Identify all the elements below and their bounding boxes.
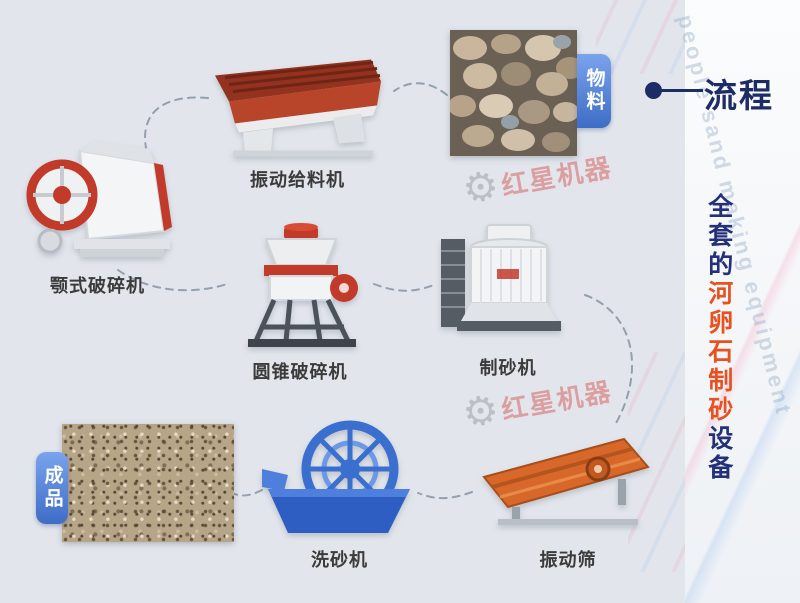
vibrating-feeder-label: 振动给料机 — [250, 170, 345, 190]
vibrating-screen-image — [478, 430, 658, 527]
river-pebbles-photo — [450, 30, 577, 156]
sand-washer-image — [262, 416, 412, 540]
gear-icon: ⚙ — [459, 387, 503, 437]
connector-screen-to-washer — [417, 491, 473, 500]
sand-maker-image — [435, 220, 575, 347]
cone-crusher-label: 圆锥破碎机 — [252, 362, 348, 382]
material-tag: 物料 — [577, 54, 611, 128]
vibrating-feeder-image — [203, 52, 388, 160]
side-title-part-1: 全套的 — [704, 193, 733, 280]
connector-washer-to-product — [229, 489, 263, 497]
connector-material-to-feeder — [393, 82, 448, 96]
side-title-part-2: 河卵石制砂 — [704, 280, 733, 425]
flow-title-bullet — [645, 82, 662, 99]
product-tag: 成品 — [36, 452, 68, 524]
connector-sandmaker-to-screen — [584, 294, 634, 426]
pebbles-illustration — [450, 30, 577, 156]
cone-crusher-image — [228, 220, 373, 350]
vibrating-screen-label: 振动筛 — [539, 550, 597, 570]
flow-title: 流程 — [704, 77, 774, 114]
sand-washer-label: 洗砂机 — [311, 550, 368, 570]
jaw-crusher-label: 颚式破碎机 — [50, 276, 145, 296]
sand-maker-label: 制砂机 — [479, 358, 537, 378]
jaw-crusher-image — [22, 132, 177, 264]
side-panel — [685, 0, 800, 603]
finished-sand-photo — [62, 424, 234, 542]
flow-title-line — [659, 89, 703, 92]
connector-cone-to-sandmaker — [373, 283, 437, 292]
gear-icon: ⚙ — [459, 163, 503, 213]
side-vertical-title: 全套的河卵石制砂设备 — [704, 193, 733, 483]
side-title-part-3: 设备 — [704, 425, 733, 483]
